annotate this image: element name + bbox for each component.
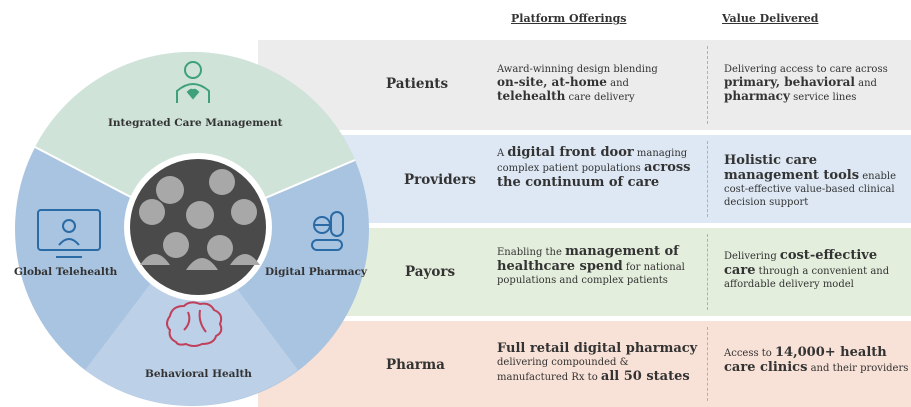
person-heart-icon [176,61,210,103]
row-pharma: Pharma Full retail digital pharmacy deli… [258,321,911,407]
divider [707,234,708,310]
segment-behavioral-health [85,229,298,406]
payors-value-text: Delivering cost-effective care through a… [724,248,890,290]
divider [707,46,708,124]
row-patients: Patients Award-winning design blending o… [258,40,911,130]
value-delivered-header: Value Delivered [722,12,819,25]
row-label-patients: Patients [386,76,449,92]
care-wheel-diagram [15,51,369,406]
row-label-payors: Payors [405,264,456,280]
providers-value-text: Holistic care management tools enable co… [724,153,897,208]
patients-value-text: Delivering access to care across primary… [724,64,888,103]
segment-integrated-care [35,51,355,230]
divider [707,327,708,401]
providers-platform-text: A digital front door managing complex pa… [497,145,691,190]
segment-label-integrated-care: Integrated Care Management [108,117,283,129]
row-label-pharma: Pharma [386,357,445,373]
patients-platform-text: Award-winning design blending on-site, a… [497,64,658,103]
brain-icon [166,301,223,347]
pharma-platform-text: Full retail digital pharmacy delivering … [497,341,698,384]
monitor-doctor-icon [37,209,101,258]
platform-offerings-header: Platform Offerings [511,12,627,25]
segment-label-behavioral-health: Behavioral Health [145,368,252,380]
divider [707,141,708,217]
segment-label-global-telehealth: Global Telehealth [14,266,118,278]
people-figures [139,169,260,270]
pills-icon [311,211,344,251]
row-label-providers: Providers [404,172,476,188]
payors-platform-text: Enabling the management of healthcare sp… [497,244,685,286]
pharma-value-text: Access to 14,000+ health care clinics an… [724,345,909,375]
segment-label-digital-pharmacy: Digital Pharmacy [265,266,367,278]
